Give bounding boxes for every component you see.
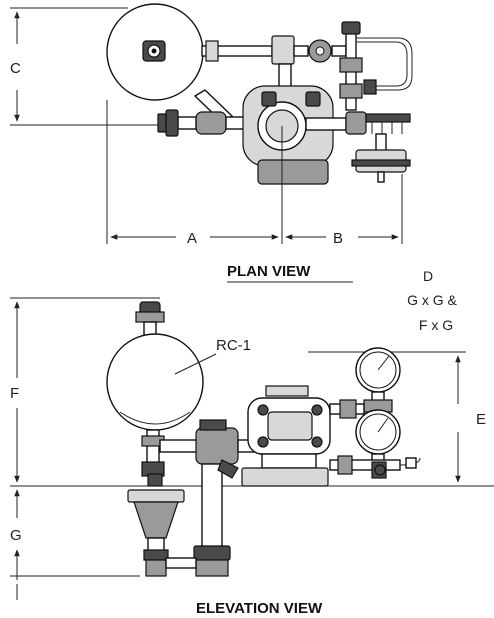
dimension-d-line2: F x G: [419, 317, 453, 333]
dimension-f-label: F: [10, 385, 19, 402]
pressure-tank-plan: [106, 3, 204, 101]
dimension-a-b: A B: [106, 100, 403, 247]
dimension-d-label: D: [423, 268, 433, 284]
dimension-g: G: [10, 489, 140, 600]
plan-view-title: PLAN VIEW: [227, 263, 311, 280]
dimension-g-label: G: [10, 527, 22, 544]
gauge-trim: [329, 347, 421, 479]
dimension-f: F: [10, 297, 160, 483]
pressure-tank-elevation: RC-1: [106, 301, 251, 477]
dimension-c-label: C: [10, 60, 21, 77]
drain-funnel: [127, 473, 197, 577]
dimension-a-label: A: [187, 230, 197, 247]
dimension-d: D G x G & F x G: [407, 268, 457, 333]
plan-view: C: [10, 3, 413, 283]
elevation-piping: [159, 419, 257, 577]
elevation-view: D G x G & F x G F G E: [10, 268, 494, 617]
dimension-d-line1: G x G &: [407, 292, 457, 308]
plan-piping: [157, 21, 413, 185]
elevation-view-title: ELEVATION VIEW: [196, 600, 323, 617]
dimension-b-label: B: [333, 230, 343, 247]
rc1-label: RC-1: [216, 337, 251, 354]
dimension-e-label: E: [476, 411, 486, 428]
main-valve-elevation: [241, 385, 331, 487]
